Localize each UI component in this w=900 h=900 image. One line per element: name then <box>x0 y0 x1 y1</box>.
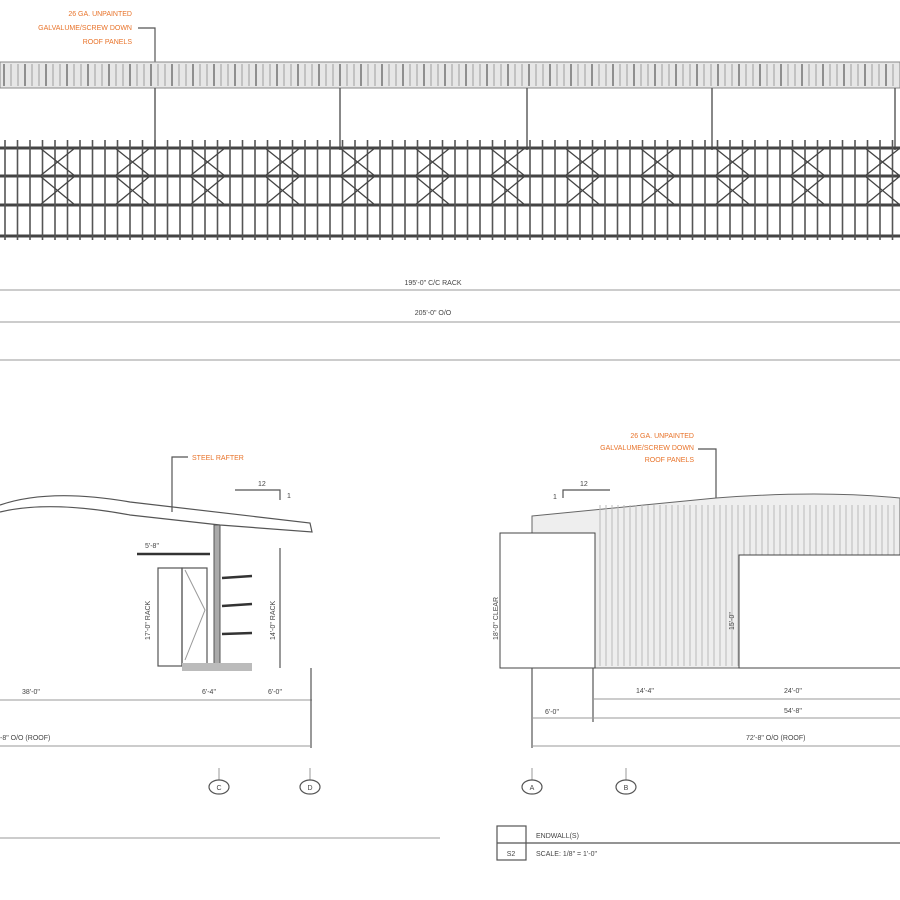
view-title-block: ENDWALL(S) S2 SCALE: 1/8" = 1'-0" <box>496 825 900 861</box>
dim-top: 5'-8" <box>145 543 159 550</box>
rafter-leader <box>171 456 188 512</box>
callout-line-2: GALVALUME/SCREW DOWN <box>600 445 694 452</box>
x-brace <box>489 147 526 206</box>
x-brace <box>339 147 376 206</box>
callout-line-3: ROOF PANELS <box>83 39 133 46</box>
dim-c: 24'-0" <box>784 688 802 695</box>
grid-bubble-d: D <box>299 768 321 795</box>
slope-run: 12 <box>580 481 588 488</box>
x-brace <box>189 147 226 206</box>
svg-text:A: A <box>530 785 535 792</box>
x-brace <box>864 147 900 206</box>
callout-line-3: ROOF PANELS <box>645 457 695 464</box>
x-brace <box>564 147 601 206</box>
svg-text:D: D <box>307 785 312 792</box>
rafter-callout: STEEL RAFTER <box>192 455 244 462</box>
dim-rack-left: 17'-0" RACK <box>145 600 152 640</box>
rafter <box>0 495 313 533</box>
roof-panels <box>0 61 900 89</box>
x-brace <box>714 147 751 206</box>
dim-overall: 72'-8" O/O (ROOF) <box>746 735 805 742</box>
callout-line-1: 26 GA. UNPAINTED <box>630 433 694 440</box>
dim-overall: -8" O/O (ROOF) <box>0 735 50 742</box>
footing <box>182 663 252 671</box>
rack-structure <box>0 140 900 240</box>
clear-opening <box>499 532 596 669</box>
dim-overall-text: 205'-0" O/O <box>415 310 452 317</box>
dim-rack-text: 195'-0" C/C RACK <box>404 280 461 287</box>
slope-rise: 1 <box>287 493 291 500</box>
dim-opening: 15'-0" <box>729 612 736 630</box>
dimension-rack: 195'-0" C/C RACK <box>0 280 900 291</box>
grid-bubble-b: B <box>615 768 637 795</box>
x-brace <box>639 147 676 206</box>
door-opening <box>738 554 900 669</box>
dim-a: 6'-0" <box>545 709 559 716</box>
callout-line-2: GALVALUME/SCREW DOWN <box>38 25 132 32</box>
callout-line-1: 26 GA. UNPAINTED <box>68 11 132 18</box>
rack-left <box>181 567 208 667</box>
callout-leader <box>698 448 717 498</box>
x-brace <box>414 147 451 206</box>
x-brace <box>789 147 826 206</box>
x-brace <box>39 147 76 206</box>
rafters <box>154 88 896 150</box>
slope-symbol <box>562 489 610 498</box>
end-elevation-left: STEEL RAFTER 12 1 5'-8" 17'-0" RACK 14'-… <box>0 455 440 839</box>
scale-note: SCALE: 1/8" = 1'-0" <box>536 851 597 858</box>
view-title: ENDWALL(S) <box>536 833 579 840</box>
dimension-overall: 205'-0" O/O <box>0 310 900 323</box>
roof-ribs <box>3 64 894 86</box>
end-elevation-right: 26 GA. UNPAINTED GALVALUME/SCREW DOWN RO… <box>493 433 900 795</box>
wall-ribs <box>599 505 895 666</box>
column <box>213 524 221 671</box>
dim-clear: 18'-0" CLEAR <box>493 597 500 640</box>
svg-text:C: C <box>216 785 221 792</box>
slope-rise: 1 <box>553 494 557 501</box>
svg-text:B: B <box>624 785 629 792</box>
dim-b: 6'-4" <box>202 689 216 696</box>
dim-rack-right: 14'-0" RACK <box>270 600 277 640</box>
dim-d: 54'-8" <box>784 708 802 715</box>
slope-run: 12 <box>258 481 266 488</box>
sheet-ref: S2 <box>507 851 516 858</box>
grid-bubble-c: C <box>208 768 230 795</box>
dim-b: 14'-4" <box>636 688 654 695</box>
dim-a: 38'-0" <box>22 689 40 696</box>
side-elevation: 26 GA. UNPAINTED GALVALUME/SCREW DOWN RO… <box>0 11 900 361</box>
x-brace <box>114 147 151 206</box>
dim-c: 6'-0" <box>268 689 282 696</box>
slope-symbol <box>235 489 281 500</box>
x-brace <box>264 147 301 206</box>
grid-bubble-a: A <box>521 768 543 795</box>
